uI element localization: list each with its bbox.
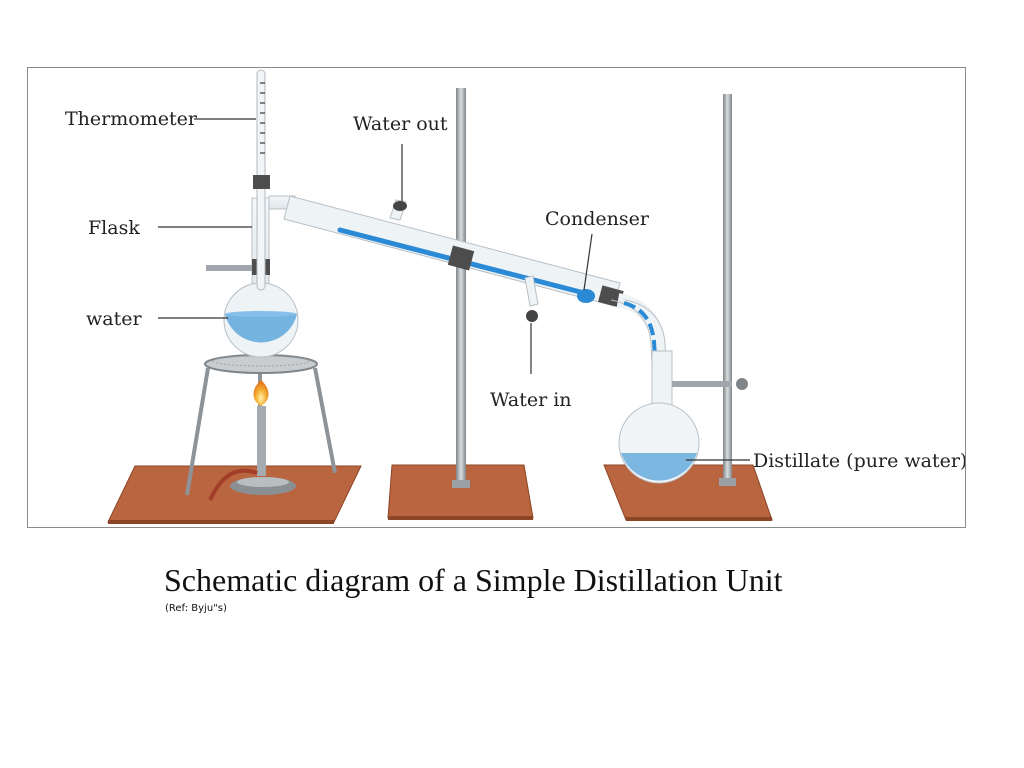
middle-stand-rod [456, 88, 466, 488]
receiver-clamp-knob [736, 378, 748, 390]
label-water-in: Water in [490, 389, 572, 411]
burner-flame [253, 380, 269, 406]
label-flask: Flask [88, 217, 140, 239]
condenser [283, 195, 624, 322]
label-distillate: Distillate (pure water) [753, 450, 966, 472]
label-water: water [86, 308, 142, 330]
diagram-frame: Thermometer Flask water Water out Conden… [27, 67, 966, 528]
diagram-caption: Schematic diagram of a Simple Distillati… [164, 562, 783, 598]
condenser-clamp [447, 245, 475, 271]
water-out-nozzle [393, 201, 407, 211]
distillate-stream [623, 301, 660, 399]
thermometer-stopper [253, 175, 270, 189]
receiver-clamp-arm [672, 381, 732, 387]
diagram-reference: (Ref: Byju"s) [165, 603, 227, 614]
condenser-leader [583, 233, 593, 291]
flask-clamp-arm [206, 265, 252, 271]
distillate-water [621, 453, 697, 481]
label-thermometer: Thermometer [65, 108, 198, 130]
distillation-diagram: Thermometer Flask water Water out Conden… [65, 69, 966, 524]
flask-water [225, 314, 297, 343]
condenser-joint [598, 285, 624, 308]
gas-hose [208, 468, 258, 501]
label-water-out: Water out [353, 113, 448, 135]
right-base-plate [603, 464, 773, 521]
burner-tube [257, 406, 266, 476]
right-stand-rod [723, 94, 732, 486]
water-in-nozzle [526, 310, 538, 322]
label-condenser: Condenser [545, 208, 650, 230]
